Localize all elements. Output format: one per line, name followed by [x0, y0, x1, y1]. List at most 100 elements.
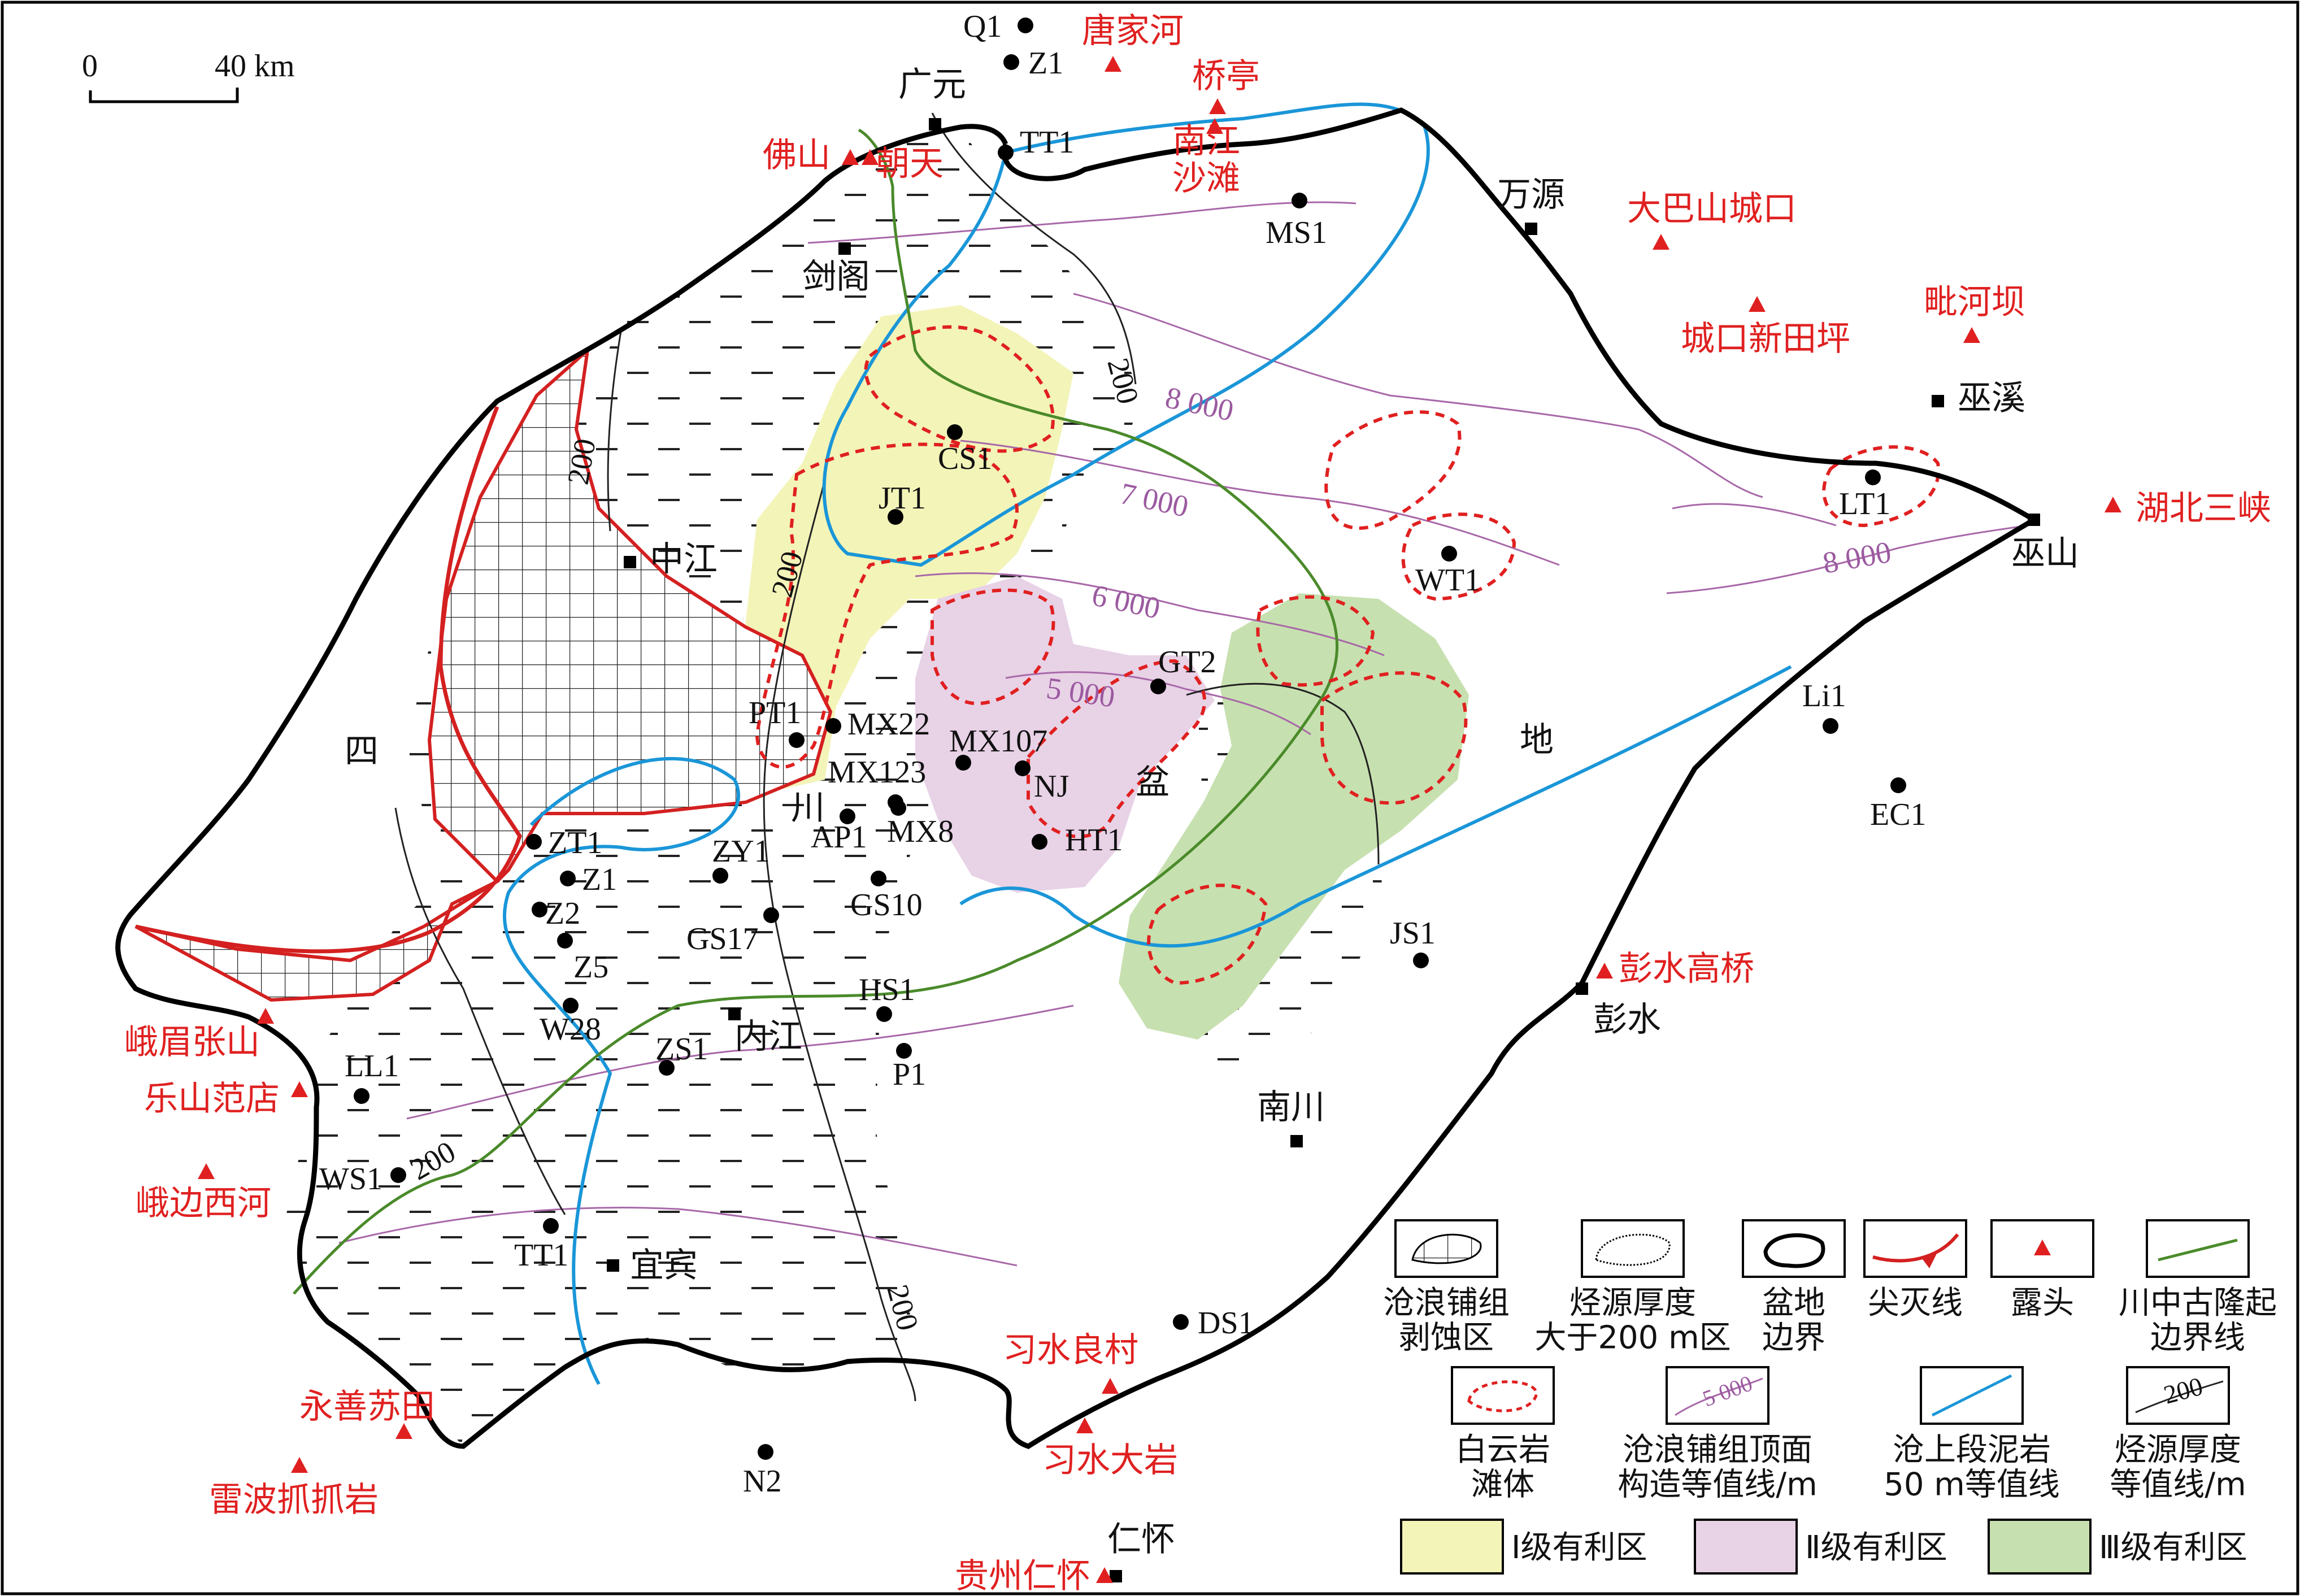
- city-marker: [838, 242, 851, 255]
- city-marker: [1110, 1570, 1122, 1582]
- zone-3: [1119, 593, 1469, 1040]
- well-label: TT1: [514, 1238, 568, 1273]
- well-label: W28: [540, 1012, 601, 1047]
- legend-label: 烃源厚度: [2115, 1432, 2241, 1468]
- well-label: Li1: [1802, 679, 1846, 714]
- city-marker: [728, 1008, 741, 1020]
- well-marker: [543, 1218, 559, 1234]
- well-label: Z2: [545, 896, 580, 931]
- well-label: Q1: [963, 9, 1002, 44]
- city-label: 万源: [1497, 175, 1565, 215]
- outcrop-label: 湖北三峡: [2136, 489, 2271, 528]
- outcrop-label: 永善苏田: [299, 1387, 435, 1427]
- legend-label: 滩体: [1471, 1467, 1534, 1503]
- region-label-chuan: 川: [791, 788, 825, 828]
- well-label: AP1: [811, 820, 867, 855]
- city-marker: [2028, 514, 2040, 526]
- outcrop-marker: [1749, 296, 1766, 312]
- outcrop-label: 城口新田坪: [1681, 319, 1850, 359]
- well-marker: [763, 907, 779, 923]
- well-marker: [955, 755, 971, 771]
- structure-contours: [338, 201, 2029, 1267]
- legend-label: 等值线/m: [2110, 1467, 2246, 1503]
- outcrop-label: 乐山范店: [144, 1079, 280, 1119]
- legend-zone-label: Ⅲ级有利区: [2099, 1529, 2247, 1566]
- well-marker: [1823, 718, 1838, 734]
- legend-zone-label: Ⅰ级有利区: [1511, 1529, 1647, 1566]
- well-marker: [712, 868, 728, 884]
- well-marker: [1292, 193, 1307, 208]
- outcrop-label: 贵州仁怀: [955, 1556, 1090, 1596]
- region-label-pen: 盆: [1136, 763, 1169, 802]
- city-marker: [1525, 223, 1537, 235]
- region-label-di: 地: [1520, 720, 1554, 760]
- well-marker: [1003, 54, 1019, 70]
- well-label: PT1: [749, 695, 801, 730]
- well-label: ZT1: [548, 825, 602, 860]
- city-label: 广元: [898, 65, 966, 105]
- well-label: HS1: [859, 972, 915, 1007]
- well-marker: [840, 808, 855, 824]
- well-marker: [560, 871, 576, 886]
- legend-label: 沧浪铺组顶面: [1623, 1432, 1812, 1468]
- city-label: 巫山: [2011, 534, 2079, 573]
- well-label: JT1: [879, 481, 926, 516]
- legend-label: 沧浪铺组: [1383, 1285, 1510, 1321]
- well-marker: [659, 1060, 675, 1076]
- well-label: LL1: [345, 1049, 399, 1084]
- well-marker: [1413, 953, 1429, 968]
- city-marker: [607, 1259, 619, 1272]
- well-label: GT2: [1158, 645, 1216, 680]
- well-marker: [888, 794, 903, 810]
- well-label: ZY1: [712, 834, 770, 869]
- well-label: Z1: [1028, 46, 1063, 81]
- well-marker: [825, 718, 841, 734]
- legend-label: 边界线: [2150, 1320, 2245, 1356]
- dolomite-shoals: [755, 325, 1941, 985]
- well-label: Z5: [573, 950, 608, 985]
- outcrop-marker: [291, 1457, 308, 1473]
- zone-1: [746, 305, 1073, 791]
- legend-zone-swatch: [1694, 1519, 1798, 1575]
- city-label: 宜宾: [630, 1246, 698, 1285]
- well-marker: [871, 871, 886, 886]
- well-label: CS1: [938, 441, 993, 476]
- well-label: GS10: [850, 888, 923, 923]
- legend-zone-swatch: [1400, 1519, 1504, 1575]
- well-label: TT1: [1020, 125, 1074, 160]
- well-marker: [563, 998, 579, 1014]
- well-marker: [1150, 679, 1166, 694]
- well-label: WS1: [319, 1162, 382, 1197]
- outcrop-marker: [1102, 1378, 1119, 1394]
- legend-label: 大于200 m区: [1534, 1320, 1731, 1356]
- outcrop-marker: [1653, 234, 1669, 250]
- well-marker: [888, 509, 903, 525]
- outcrop-marker: [842, 149, 859, 165]
- well-label: MX107: [949, 724, 1047, 759]
- outcrop-marker: [862, 149, 879, 165]
- well-marker: [1890, 777, 1906, 793]
- well-label: N2: [743, 1464, 781, 1499]
- outcrop-label: 习水大岩: [1042, 1441, 1178, 1480]
- outcrop-label: 雷波抓抓岩: [209, 1480, 379, 1520]
- well-marker: [1032, 834, 1047, 850]
- legend-label: 边界: [1762, 1320, 1825, 1356]
- well-marker: [354, 1088, 369, 1104]
- well-label: NJ: [1034, 769, 1069, 804]
- basin-boundary: [115, 107, 2039, 1449]
- well-label: MX22: [847, 707, 930, 742]
- thickness-contours: [394, 112, 1380, 1402]
- city-label: 内江: [734, 1017, 802, 1056]
- well-marker: [1441, 546, 1457, 562]
- well-marker: [532, 902, 547, 917]
- outcrop-label: 桥亭: [1192, 56, 1260, 96]
- city-marker: [624, 556, 636, 568]
- well-marker: [557, 933, 573, 949]
- legend-label: 烃源厚度: [1569, 1285, 1696, 1321]
- legend-label: 50 m等值线: [1884, 1467, 2060, 1503]
- city-marker: [1576, 982, 1588, 995]
- outcrop-label: 彭水高桥: [1619, 949, 1754, 989]
- legend-label: 白云岩: [1455, 1432, 1550, 1468]
- well-label: DS1: [1198, 1306, 1254, 1341]
